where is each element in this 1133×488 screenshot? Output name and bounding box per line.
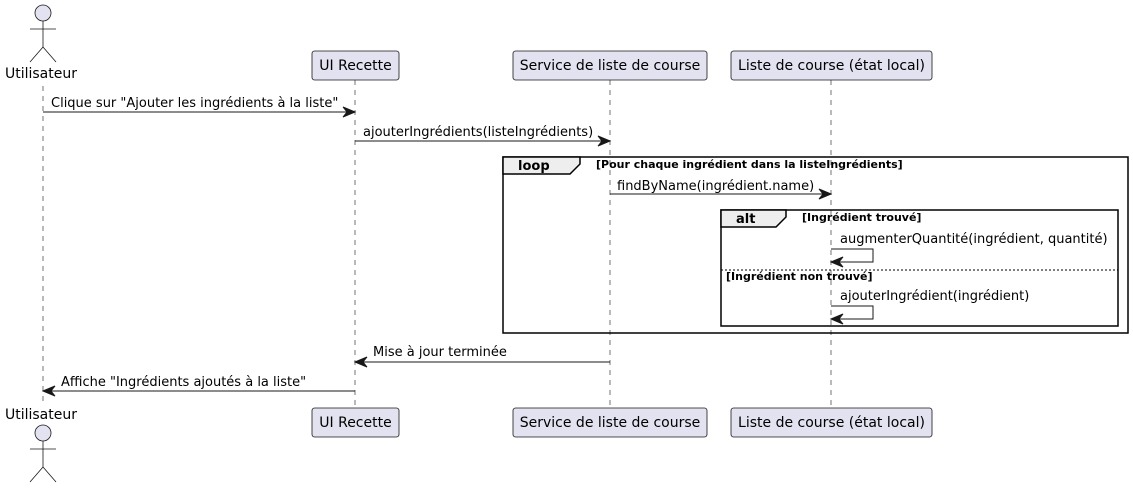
message-find: findByName(ingrédient.name)	[610, 179, 833, 200]
loop-keyword: loop	[518, 159, 550, 174]
participant-list-label-top: Liste de course (état local)	[738, 58, 925, 74]
arrow-right-icon	[818, 188, 833, 200]
actor-user-bottom: Utilisateur	[5, 407, 77, 483]
message-add-ingredients: ajouterIngrédients(listeIngrédients)	[355, 125, 612, 147]
participant-service-bottom: Service de liste de course	[512, 407, 708, 438]
arrow-left-icon	[353, 356, 368, 368]
message-done-label: Mise à jour terminée	[373, 345, 507, 360]
participant-list-top: Liste de course (état local)	[730, 50, 933, 81]
arrow-left-icon	[829, 256, 844, 268]
message-add-one: ajouterIngrédient(ingrédient)	[829, 289, 1029, 325]
actor-user-label-top: Utilisateur	[5, 66, 77, 82]
message-done: Mise à jour terminée	[353, 345, 610, 368]
alt-guard: [Ingrédient trouvé]	[802, 211, 921, 224]
alt-else-guard: [Ingrédient non trouvé]	[726, 270, 873, 283]
participant-service-label-bottom: Service de liste de course	[520, 415, 701, 431]
participant-list-bottom: Liste de course (état local)	[730, 407, 933, 438]
alt-frame-tab	[720, 209, 787, 228]
actor-user-top: Utilisateur	[5, 4, 77, 82]
message-increase: augmenterQuantité(ingrédient, quantité)	[829, 232, 1108, 268]
participant-ui-top: UI Recette	[311, 50, 400, 81]
alt-keyword: alt	[736, 212, 755, 227]
arrow-left-icon	[829, 313, 844, 325]
participant-ui-bottom: UI Recette	[311, 407, 400, 438]
message-increase-label: augmenterQuantité(ingrédient, quantité)	[840, 232, 1108, 247]
participant-ui-label-bottom: UI Recette	[319, 415, 391, 431]
loop-frame-tab	[502, 156, 581, 175]
arrow-left-icon	[41, 385, 56, 397]
participant-ui-label-top: UI Recette	[319, 58, 391, 74]
message-add-ingredients-label: ajouterIngrédients(listeIngrédients)	[363, 125, 593, 140]
actor-head-icon	[34, 424, 52, 442]
participant-service-top: Service de liste de course	[512, 50, 708, 81]
message-add-one-label: ajouterIngrédient(ingrédient)	[840, 289, 1029, 304]
loop-frame: loop [Pour chaque ingrédient dans la lis…	[502, 156, 1129, 334]
message-show-label: Affiche "Ingrédients ajoutés à la liste"	[61, 375, 306, 390]
message-find-label: findByName(ingrédient.name)	[617, 179, 814, 194]
actor-head-icon	[34, 4, 52, 22]
participant-list-label-bottom: Liste de course (état local)	[738, 415, 925, 431]
arrow-right-icon	[597, 135, 612, 147]
message-show: Affiche "Ingrédients ajoutés à la liste"	[41, 375, 355, 397]
alt-frame: alt [Ingrédient trouvé] [Ingrédient non …	[720, 209, 1119, 327]
message-click-label: Clique sur "Ajouter les ingrédients à la…	[51, 96, 338, 111]
loop-guard: [Pour chaque ingrédient dans la listeIng…	[596, 158, 903, 171]
arrow-right-icon	[342, 106, 357, 118]
message-click: Clique sur "Ajouter les ingrédients à la…	[43, 96, 357, 118]
actor-user-label-bottom: Utilisateur	[5, 407, 77, 423]
participant-service-label-top: Service de liste de course	[520, 58, 701, 74]
